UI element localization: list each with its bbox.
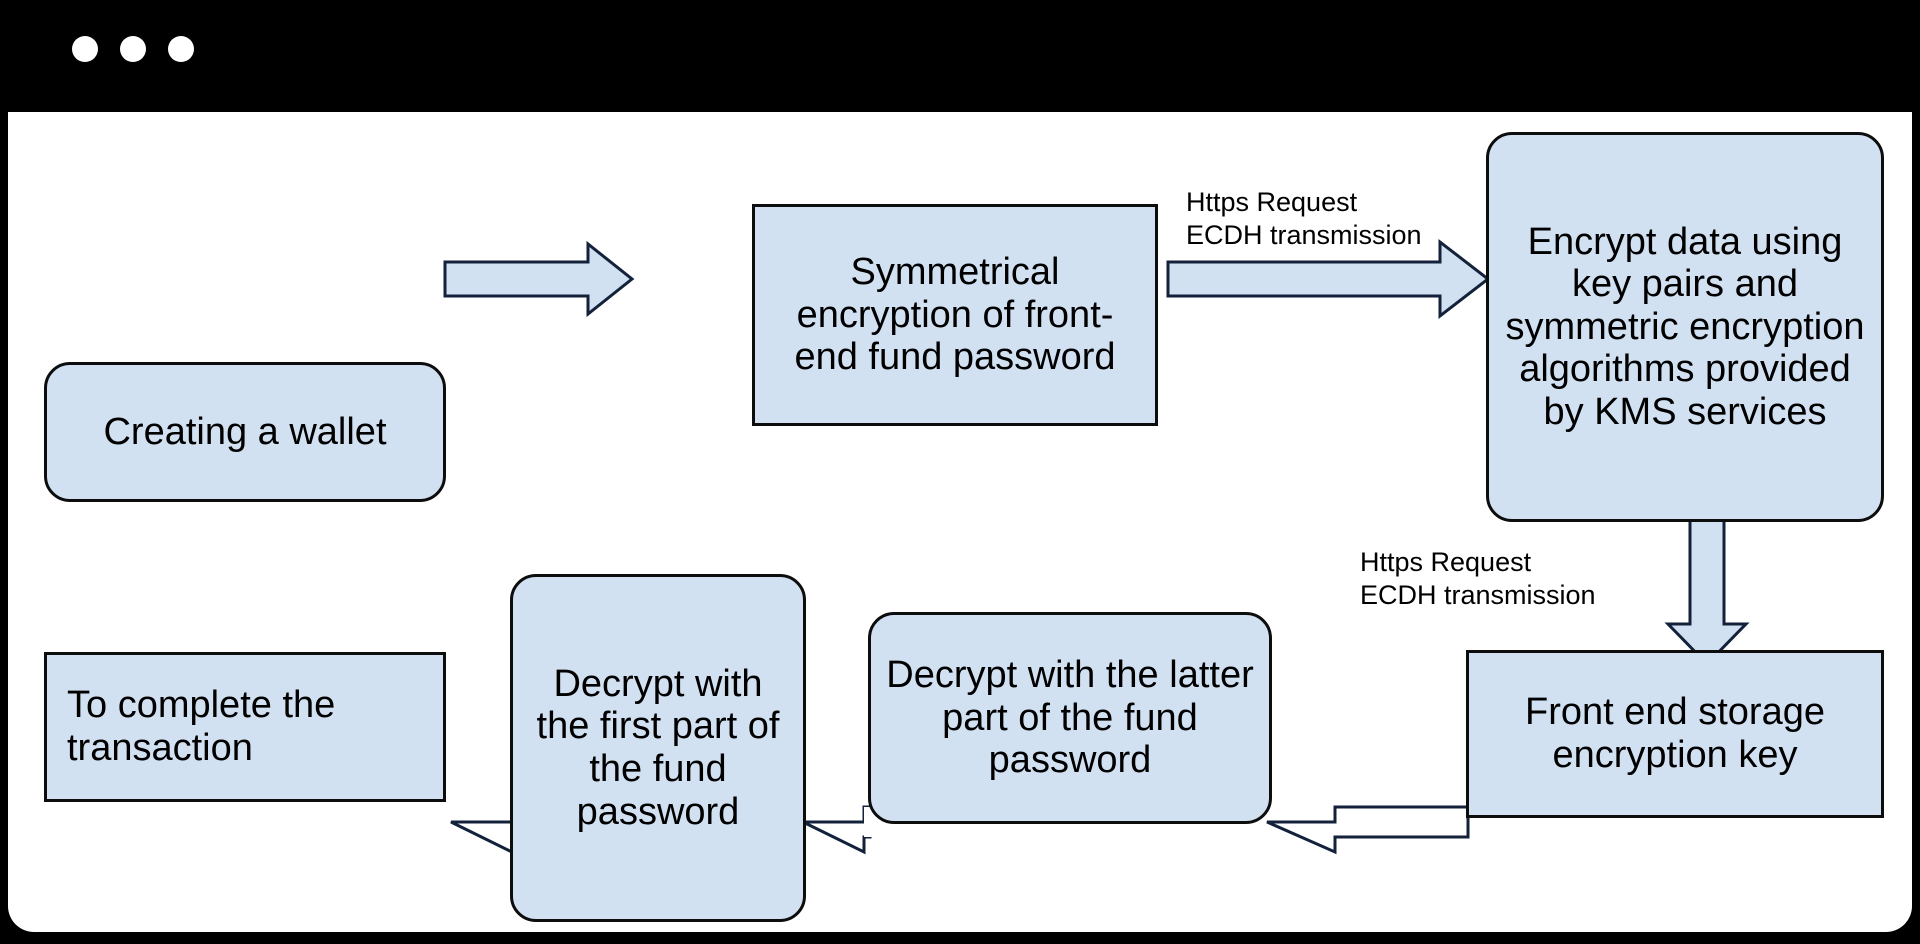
node-encrypt-data-kms[interactable]: Encrypt data using key pairs and symmetr… <box>1486 132 1884 522</box>
traffic-light-group <box>72 36 194 62</box>
minimize-dot-icon[interactable] <box>120 36 146 62</box>
maximize-dot-icon[interactable] <box>168 36 194 62</box>
node-label: Encrypt data using key pairs and symmetr… <box>1505 220 1865 433</box>
edge-label-https-ecdh-right: Https Request ECDH transmission <box>1360 547 1596 610</box>
edge-label-https-ecdh-top: Https Request ECDH transmission <box>1186 187 1422 250</box>
node-creating-a-wallet[interactable]: Creating a wallet <box>44 362 446 502</box>
arrow-n1-to-n2 <box>443 240 635 318</box>
node-symmetrical-encryption[interactable]: Symmetrical encryption of front-end fund… <box>752 204 1158 426</box>
arrow-n2-to-n3 <box>1166 238 1491 320</box>
node-label: Decrypt with the first part of the fund … <box>536 662 780 833</box>
arrow-n5-to-n6-shaft <box>864 807 872 837</box>
close-dot-icon[interactable] <box>72 36 98 62</box>
node-front-end-storage-key[interactable]: Front end storage encryption key <box>1466 650 1884 818</box>
diagram-canvas: Creating a wallet Symmetrical encryption… <box>8 112 1912 932</box>
arrow-n4-to-n5 <box>1266 805 1470 855</box>
arrow-n3-to-n4 <box>1664 515 1750 667</box>
node-label: Front end storage encryption key <box>1525 691 1825 776</box>
node-complete-transaction[interactable]: To complete the transaction <box>44 652 446 802</box>
node-label: Decrypt with the latter part of the fund… <box>886 654 1254 782</box>
node-label: Creating a wallet <box>103 410 387 453</box>
node-label: To complete the transaction <box>67 684 336 769</box>
window-titlebar <box>0 0 1920 112</box>
node-decrypt-first-part[interactable]: Decrypt with the first part of the fund … <box>510 574 806 922</box>
arrow-n5-to-n6 <box>802 805 872 855</box>
node-label: Symmetrical encryption of front-end fund… <box>794 251 1116 379</box>
node-decrypt-latter-part[interactable]: Decrypt with the latter part of the fund… <box>868 612 1272 824</box>
